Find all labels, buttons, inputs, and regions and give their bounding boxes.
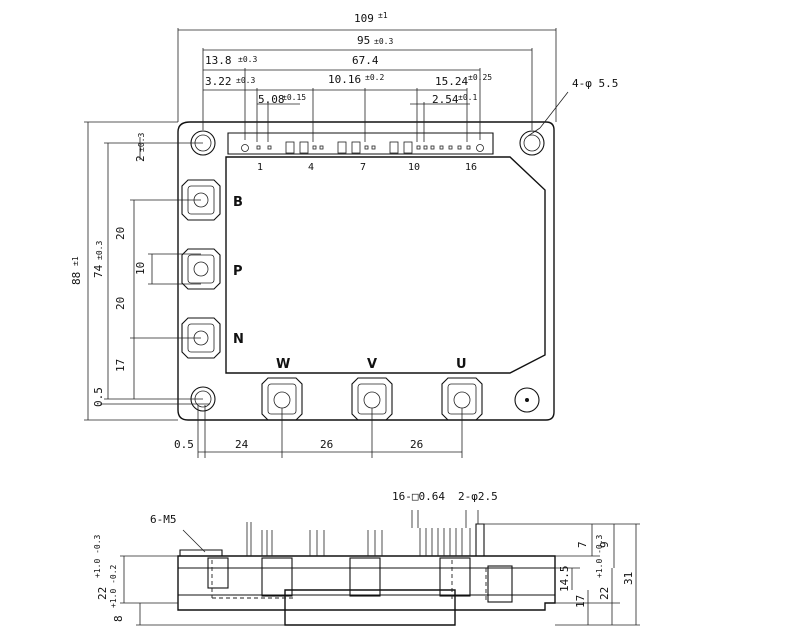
dim-term-wv-pitch: 26 [320, 438, 333, 451]
pin-number-16: 16 [465, 162, 477, 173]
dim-term-bottom: 17 [114, 359, 127, 372]
dim-pin-height-total: 9 [598, 541, 611, 548]
dim-mount-hole-span-tol: ±0.3 [374, 37, 393, 46]
pin-number-1: 1 [257, 162, 263, 173]
dim-hole-span-v-tol: ±0.3 [95, 241, 104, 260]
terminal-v: V [351, 357, 393, 421]
dim-edge-offset-v: 0.5 [92, 387, 105, 407]
dim-pin-height-top: 7 [576, 541, 589, 548]
dim-pin-pitch-group: 10.16 [328, 73, 361, 86]
terminal-label-p: P [233, 264, 243, 279]
dim-term-pitch-p: 10 [134, 262, 147, 275]
dim-overall-height: 88 [70, 272, 83, 285]
dim-base-height: 17 [574, 595, 587, 608]
dim-left-height-tol: +1.0 -0.3 [93, 534, 102, 578]
dim-pin-pitch-a-tol: ±0.15 [282, 93, 306, 102]
dim-pin-row-offset-tol: ±0.3 [137, 133, 146, 152]
dim-term-gap-1: 20 [114, 227, 127, 240]
screw-bosses [207, 557, 513, 603]
dim-body-upper: 14.5 [558, 566, 571, 593]
side-base-plate [284, 589, 456, 626]
terminal-label-n: N [233, 332, 244, 347]
dim-overall-height-side: 31 [622, 572, 635, 585]
dim-guide-pins: 2-φ2.5 [458, 490, 498, 503]
dim-base-left-tol: +1.0 -0.2 [109, 564, 118, 608]
dim-pin-span: 67.4 [352, 54, 379, 67]
dim-hole-span-v: 74 [92, 264, 105, 278]
dim-pin-first-offset-tol: ±0.3 [236, 76, 255, 85]
dim-mount-hole-span: 95 [357, 34, 370, 47]
dim-overall-height-tol: ±1 [71, 256, 80, 266]
dim-pin-group-len: 15.24 [435, 75, 468, 88]
top-view: 1 4 7 10 16 B P N W [70, 11, 618, 458]
terminal-label-w: W [276, 357, 290, 372]
dim-pin-pitch-group-tol: ±0.2 [365, 73, 384, 82]
left-dimension-lines [84, 121, 210, 421]
dim-base-left: 8 [112, 615, 125, 622]
signal-pins [241, 141, 484, 154]
dim-pin-pitch-b-tol: ±0.1 [458, 93, 477, 102]
dim-overall-width: 109 [354, 12, 374, 25]
top-dimension-lines [177, 28, 557, 142]
dim-edge-offset-h: 0.5 [174, 438, 194, 451]
dim-pin-pitch-a: 5.08 [258, 93, 285, 106]
pin-number-7: 7 [360, 162, 366, 173]
dim-mount-holes: 4-φ 5.5 [572, 77, 618, 90]
mount-hole-top-right [519, 130, 545, 156]
mount-hole-bottom-right [514, 387, 540, 413]
dim-overall-width-tol: ±1 [378, 11, 388, 20]
side-view: 6-M5 16-□0.64 2-φ2.5 7 9 14.5 17 22 +1.0… [93, 490, 640, 626]
pin-header-strip [227, 132, 494, 155]
terminal-label-b: B [233, 195, 243, 210]
side-pins [246, 522, 471, 556]
dim-term-gap-2: 20 [114, 297, 127, 310]
dim-pin-first-offset: 3.22 [205, 75, 232, 88]
dim-height-right: 22 [598, 587, 611, 600]
dim-term-w-offset: 24 [235, 438, 249, 451]
terminal-label-v: V [367, 357, 377, 372]
dim-left-height: 22 [96, 587, 109, 600]
label-area [225, 156, 546, 374]
bottom-dimension-lines [197, 405, 463, 458]
dim-pin-pitch-b: 2.54 [432, 93, 459, 106]
terminal-label-u: U [456, 357, 467, 372]
dim-term-vu-pitch: 26 [410, 438, 423, 451]
dim-pin-block-offset-tol: ±0.3 [238, 55, 257, 64]
side-dimension-lines [120, 510, 640, 626]
pin-number-4: 4 [308, 162, 314, 173]
package-outline [177, 121, 555, 421]
pin-number-10: 10 [408, 162, 420, 173]
terminal-p: P [181, 248, 243, 290]
dim-screws: 6-M5 [150, 513, 177, 526]
dim-pin-size: 16-□0.64 [392, 490, 445, 503]
dim-pin-group-len-tol: ±0.25 [468, 73, 492, 82]
dim-pin-row-offset: 2 [134, 155, 147, 162]
dim-height-right-tol: +1.0 -0.3 [595, 534, 604, 578]
dim-pin-block-offset: 13.8 [205, 54, 232, 67]
